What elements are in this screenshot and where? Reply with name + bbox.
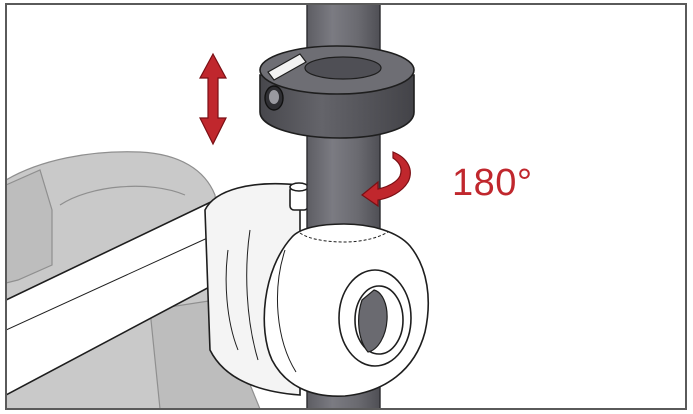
clamp-collar <box>259 45 415 139</box>
curved-rotation-arrow-icon <box>360 151 411 208</box>
ball-joint <box>263 223 430 397</box>
illustration-frame <box>5 3 687 410</box>
double-headed-vertical-arrow-icon <box>198 52 228 146</box>
rotation-angle-label: 180° <box>452 162 533 204</box>
